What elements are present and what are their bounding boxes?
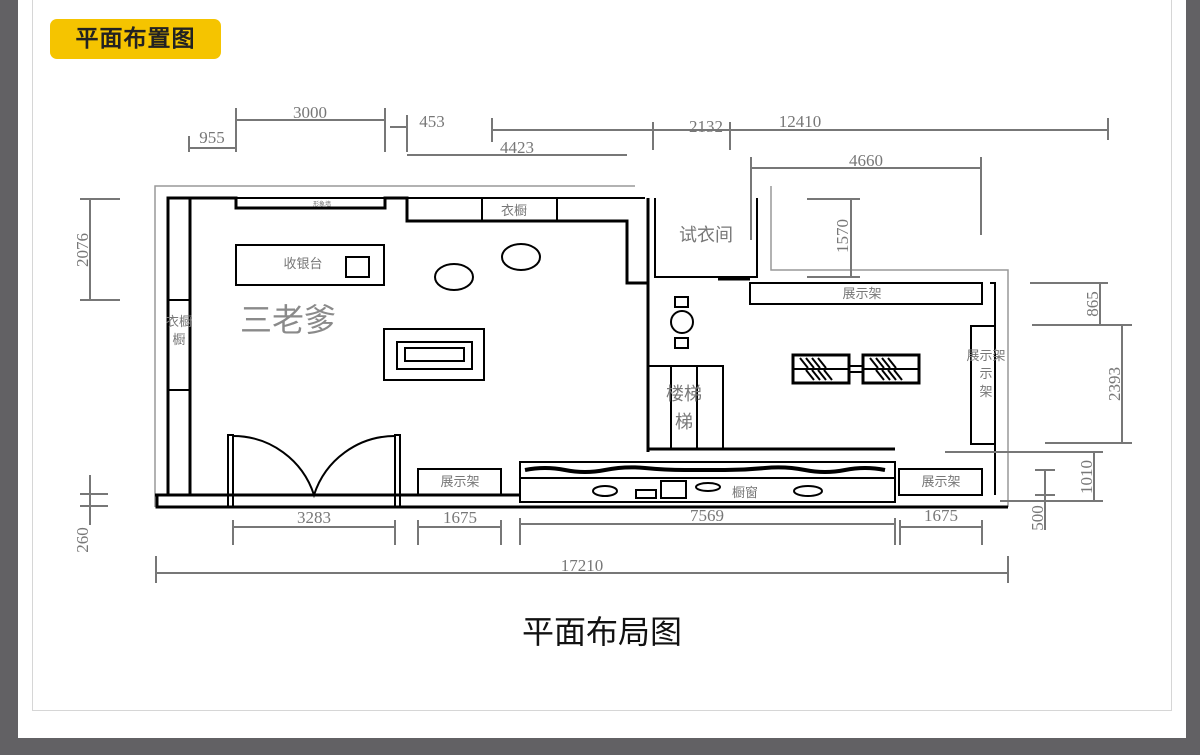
entrance-double-door [227,434,401,508]
svg-text:12410: 12410 [779,112,822,131]
rack-label-2: 示 [979,367,992,382]
rack-label-3: 架 [979,385,992,400]
display-rack-bottom-left: 展示架 [417,468,502,496]
svg-text:955: 955 [199,128,225,147]
fitting-room-label: 试衣间 [679,225,733,246]
svg-text:形象墙: 形象墙 [313,200,331,208]
plan-caption: 平面布局图 [522,613,682,651]
display-rack-right: 展示架 [966,325,1006,445]
svg-text:1010: 1010 [1077,460,1096,494]
brand-name: 三老爹 [240,301,336,339]
wardrobe-left-label-2: 橱 [172,333,185,348]
dimensions-left: 2076 260 [73,198,120,553]
outer-walls [154,185,1009,509]
dimensions-bottom: 3283 1675 7569 1675 17210 [155,506,1009,583]
section-tag: 平面布置图 [50,19,221,59]
wardrobe-left-label: 衣橱 [166,314,192,330]
svg-text:展示架: 展示架 [440,475,479,490]
svg-text:1675: 1675 [924,506,958,525]
display-rack-bottom-right: 展示架 [898,468,983,496]
svg-text:500: 500 [1028,505,1047,531]
svg-text:1675: 1675 [443,508,477,527]
round-stool [434,263,474,291]
svg-text:865: 865 [1083,291,1102,317]
lounge-table-set [670,296,694,349]
round-stool [501,243,541,271]
svg-text:4660: 4660 [849,151,883,170]
svg-text:展示架: 展示架 [842,287,881,302]
svg-text:2076: 2076 [73,233,92,267]
svg-text:收银台: 收银台 [283,257,322,272]
stairs-label-2: 梯 [675,412,693,433]
center-display-table [383,328,485,381]
svg-text:4423: 4423 [500,138,534,157]
clothing-racks [791,353,921,385]
page-frame [32,0,1172,711]
stairs: 楼梯 [647,365,724,450]
svg-text:17210: 17210 [561,556,604,575]
svg-text:260: 260 [73,527,92,553]
svg-text:3283: 3283 [297,508,331,527]
cashier-counter: 收银台 [235,244,385,286]
display-rack-top: 展示架 [749,282,983,305]
svg-text:展示架: 展示架 [966,349,1005,364]
svg-text:3000: 3000 [293,103,327,122]
shop-window: 橱窗 [519,461,896,503]
wardrobe-top-label: 衣橱 [501,203,527,219]
svg-text:2393: 2393 [1105,367,1124,401]
svg-text:453: 453 [419,112,445,131]
svg-text:展示架: 展示架 [921,475,960,490]
svg-text:楼梯: 楼梯 [666,384,702,405]
svg-text:2132: 2132 [689,117,723,136]
svg-text:1570: 1570 [833,219,852,253]
image-wall: 形象墙 [235,197,386,209]
dimensions-right: 1570 865 2393 1010 500 [807,198,1132,531]
dimensions-top: 955 3000 453 4423 2132 12410 4660 [188,103,1109,240]
svg-text:7569: 7569 [690,506,724,525]
svg-text:橱窗: 橱窗 [732,485,758,501]
